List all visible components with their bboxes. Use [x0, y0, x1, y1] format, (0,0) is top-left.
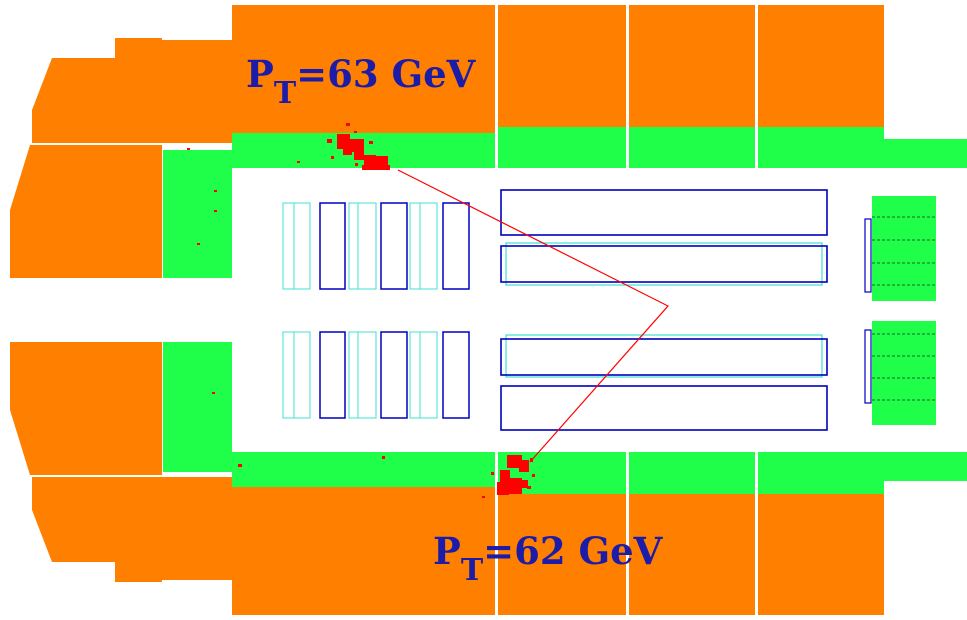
hcal-barrel-top: [232, 5, 884, 133]
energy-cell: [346, 123, 350, 126]
pt-symbol: P: [246, 52, 274, 96]
tracker-disc: [357, 331, 377, 419]
tracker-disc: [380, 331, 408, 419]
tracker-disc: [442, 331, 470, 419]
energy-cell: [187, 148, 190, 150]
tracker-disc: [409, 202, 438, 290]
energy-cell: [378, 165, 390, 170]
hcal-endcap-top-upper: [32, 38, 232, 143]
tracker-disc: [293, 202, 311, 290]
energy-cell: [297, 161, 300, 163]
tracker-disc: [442, 202, 470, 290]
tracker-disc: [419, 331, 438, 419]
hcal-endcap-top-lower: [10, 145, 162, 278]
energy-cell: [327, 139, 332, 143]
ecal-barrel-top: [758, 127, 884, 168]
ecal-barrel-top: [629, 127, 755, 168]
tracker-barrel-layer: [500, 338, 828, 376]
electromagnetic-calorimeter: [163, 127, 967, 494]
pt-value: =62 GeV: [483, 529, 663, 573]
pt-label-top: PT=63 GeV: [246, 56, 475, 109]
energy-cell: [520, 480, 528, 488]
tracker-disc: [319, 331, 346, 419]
energy-cell: [500, 470, 510, 482]
ecal-barrel-bottom: [758, 452, 884, 494]
tracker-disc: [282, 331, 311, 419]
hcal-barrel-bottom: [232, 487, 884, 615]
tracker-disc: [319, 202, 346, 290]
energy-cell: [491, 472, 494, 475]
energy-cell: [331, 156, 334, 159]
energy-deposits: [187, 123, 535, 498]
energy-cell: [238, 464, 242, 467]
energy-cell: [355, 163, 358, 166]
hcal-endcap-bottom-lower: [32, 477, 232, 582]
energy-cell: [214, 190, 217, 192]
pt-label-bottom: PT=62 GeV: [433, 533, 662, 586]
energy-cell: [362, 165, 378, 170]
ecal-barrel-bottom: [884, 452, 967, 481]
energy-cell: [343, 148, 352, 155]
energy-cell: [507, 455, 522, 468]
energy-cell: [527, 486, 531, 489]
pt-subscript: T: [273, 76, 297, 111]
hcal-divider: [755, 453, 758, 615]
pt-value: =63 GeV: [296, 52, 476, 96]
tracker-disc: [282, 202, 311, 290]
reconstructed-track: [397, 169, 669, 463]
energy-cell: [212, 392, 215, 394]
tracker-endcap-discs: [282, 202, 470, 419]
tracker-barrel: [500, 189, 828, 431]
forward-plate-bottom: [864, 329, 872, 404]
tracker-disc: [409, 331, 438, 419]
tracker-barrel-inner-layer: [505, 242, 823, 286]
pt-symbol: P: [433, 529, 461, 573]
ecal-barrel-bottom: [232, 452, 495, 487]
energy-cell: [354, 131, 357, 133]
energy-cell: [354, 151, 364, 160]
tracker-barrel-layer: [500, 385, 828, 431]
energy-cell: [214, 210, 217, 212]
tracker-disc: [357, 202, 377, 290]
hcal-endcap-bottom-upper: [10, 342, 162, 475]
tracker-disc: [348, 202, 377, 290]
energy-cell: [350, 139, 364, 152]
energy-cell: [509, 478, 522, 494]
forward-detector: [872, 216, 936, 401]
ecal-endcap-top: [163, 150, 232, 278]
energy-cell: [364, 155, 376, 165]
energy-cell: [197, 243, 200, 245]
tracker-disc: [419, 202, 438, 290]
tracker-barrel-inner-layer: [505, 334, 823, 378]
pt-subscript: T: [460, 553, 484, 588]
forward-ecal-top: [872, 196, 936, 301]
forward-ecal-bottom: [872, 321, 936, 425]
hadronic-calorimeter: [10, 5, 884, 615]
energy-cell: [337, 134, 350, 149]
hcal-divider: [626, 5, 629, 167]
energy-cell: [532, 474, 535, 477]
ecal-barrel-top: [498, 127, 626, 168]
hcal-divider: [495, 453, 498, 615]
energy-cell: [519, 460, 529, 472]
ecal-barrel-top: [884, 139, 967, 168]
energy-cell: [482, 496, 485, 498]
energy-cell: [497, 482, 509, 495]
tracker-barrel-layer: [500, 245, 828, 283]
hcal-divider: [495, 5, 498, 167]
ecal-barrel-bottom: [629, 452, 755, 494]
tracker-barrel-layer: [500, 189, 828, 236]
energy-cell: [382, 456, 385, 459]
tracker-disc: [293, 331, 311, 419]
hcal-divider: [755, 5, 758, 167]
hcal-divider: [626, 453, 629, 615]
energy-cell: [369, 141, 373, 144]
tracker-disc: [380, 202, 408, 290]
forward-plate-top: [864, 218, 872, 293]
ecal-endcap-bottom: [163, 342, 232, 472]
tracker-disc: [348, 331, 377, 419]
